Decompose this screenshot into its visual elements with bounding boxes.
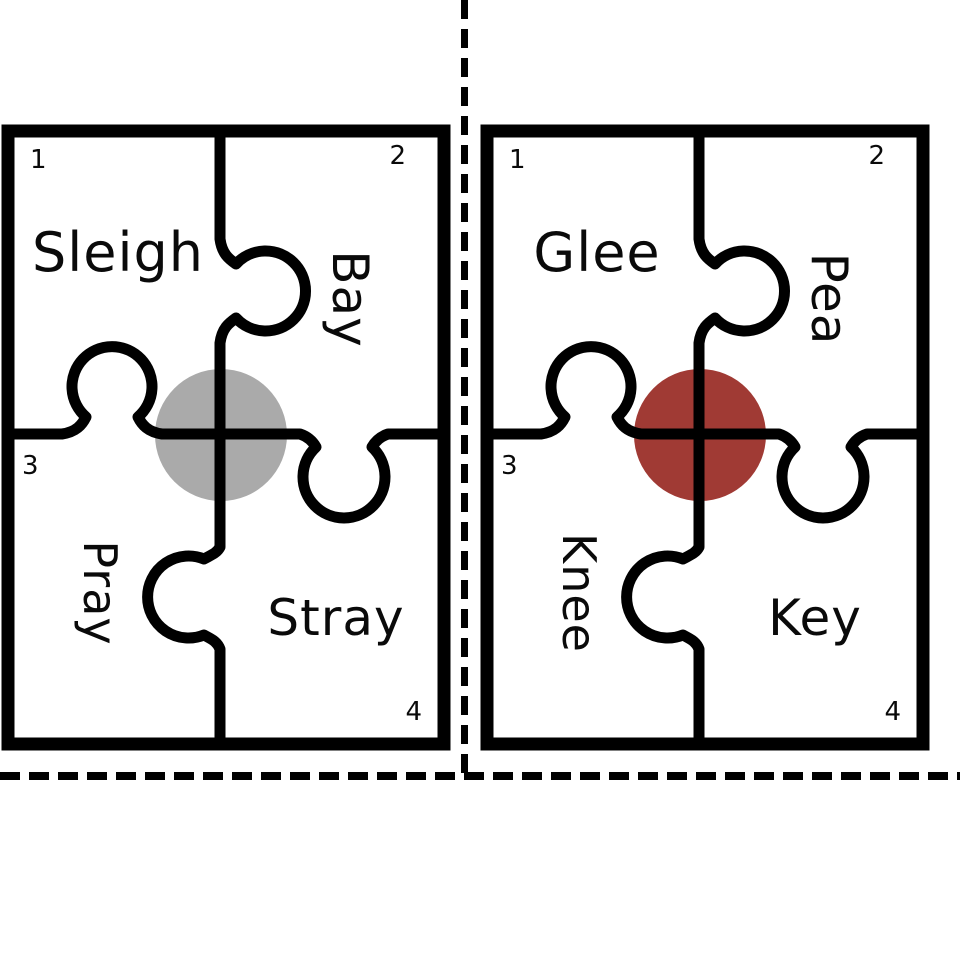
horizontal-piece-divider xyxy=(14,341,438,524)
word-piece-4: Key xyxy=(768,589,862,647)
piece-number-3: 3 xyxy=(22,451,39,481)
piece-number-1: 1 xyxy=(30,145,47,175)
horizontal-piece-divider xyxy=(493,341,917,524)
word-piece-4: Stray xyxy=(267,589,405,647)
word-piece-2: Pea xyxy=(800,252,858,346)
vertical-piece-divider xyxy=(621,137,790,739)
piece-number-1: 1 xyxy=(509,145,526,175)
vertical-piece-divider xyxy=(142,137,311,739)
puzzle-outline-icon xyxy=(1,124,451,751)
puzzle-left: 1 2 3 4 Sleigh Bay Pray Stray xyxy=(0,123,452,753)
puzzle-right: 1 2 3 4 Glee Pea Knee Key xyxy=(479,123,931,753)
piece-number-2: 2 xyxy=(389,141,406,171)
piece-number-2: 2 xyxy=(868,141,885,171)
piece-number-4: 4 xyxy=(405,697,422,727)
horizontal-dashed-cut-line xyxy=(0,772,960,780)
puzzle-outline-icon xyxy=(480,124,930,751)
piece-number-3: 3 xyxy=(501,451,518,481)
piece-number-4: 4 xyxy=(884,697,901,727)
word-piece-3: Knee xyxy=(552,533,606,653)
word-piece-3: Pray xyxy=(73,540,127,646)
word-piece-1: Glee xyxy=(533,221,661,284)
vertical-dashed-fold-line xyxy=(461,0,468,777)
word-piece-2: Bay xyxy=(321,250,379,348)
word-piece-1: Sleigh xyxy=(31,221,205,284)
